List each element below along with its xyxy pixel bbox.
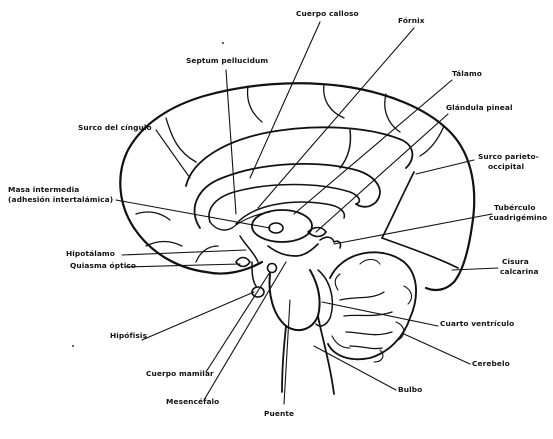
label-septum: Septum pellucidum	[186, 57, 268, 66]
leader-puente	[284, 300, 290, 404]
label-hipotalamo: Hipotálamo	[66, 250, 115, 259]
label-cisura-2: calcarina	[500, 268, 539, 277]
label-cuerpo-calloso: Cuerpo calloso	[296, 10, 359, 19]
parieto-occipital-sulcus	[382, 172, 414, 238]
scan-speck	[72, 345, 74, 347]
cingulate-sulcus-branch	[340, 130, 351, 168]
label-masa-intermedia-2: (adhesión intertalámica)	[8, 196, 113, 205]
label-hipofisis: Hipófisis	[110, 332, 147, 341]
label-quiasma: Quiasma óptico	[70, 262, 136, 271]
label-puente: Puente	[264, 410, 294, 419]
label-cerebelo: Cerebelo	[472, 360, 510, 369]
label-cuerpo-mamilar: Cuerpo mamilar	[146, 370, 214, 379]
leader-tuberculo	[334, 214, 492, 244]
scan-speck	[222, 42, 224, 44]
label-surco-parieto-1: Surco parieto-	[478, 153, 539, 162]
label-surco-parieto-2: occipital	[488, 163, 524, 172]
leader-surco-parieto	[416, 160, 474, 174]
leader-talamo	[294, 80, 452, 214]
cerebellum-folia	[360, 260, 411, 363]
cingulate-sulcus	[186, 127, 412, 186]
corpus-callosum-genu	[210, 222, 232, 230]
quadrigeminal-plate	[320, 237, 341, 248]
arbor-vitae	[340, 292, 392, 349]
mammillary-body	[268, 264, 277, 273]
leader-fornix	[258, 28, 414, 208]
cerebellum-lobules	[332, 274, 350, 348]
label-surco-cingulo: Surco del cíngulo	[78, 124, 152, 133]
label-masa-intermedia-1: Masa intermedia	[8, 186, 79, 195]
label-cuarto-ventriculo: Cuarto ventrículo	[440, 320, 514, 329]
leader-hipofisis	[142, 292, 254, 340]
gyrus-fold	[248, 86, 262, 122]
optic-chiasm	[236, 258, 250, 267]
label-cisura-1: Cisura	[502, 258, 529, 267]
calcarine-fissure	[382, 238, 458, 268]
leader-cerebelo	[404, 334, 470, 364]
leader-mesencefalo	[204, 262, 286, 400]
gyrus-fold	[136, 212, 170, 220]
pons-outline	[270, 270, 320, 330]
midbrain-outline	[268, 244, 318, 256]
septum-outline	[232, 212, 270, 228]
leader-glandula-pineal	[316, 114, 448, 232]
leader-cuarto-ventriculo	[322, 302, 438, 326]
leader-cuerpo-mamilar	[206, 272, 270, 372]
leader-masa-intermedia	[116, 200, 270, 228]
gyrus-fold	[196, 246, 218, 262]
label-mesencefalo: Mesencéfalo	[166, 398, 219, 407]
label-tuberculo-1: Tubérculo	[494, 204, 536, 213]
leader-cuerpo-calloso	[250, 22, 320, 178]
leader-hipotalamo	[122, 250, 246, 255]
leader-lines	[116, 22, 498, 404]
gyrus-fold	[146, 242, 182, 247]
leader-cisura-calcarina	[452, 268, 498, 270]
cerebral-outline	[120, 83, 474, 290]
label-talamo: Tálamo	[452, 70, 482, 79]
label-bulbo: Bulbo	[398, 386, 422, 395]
label-glandula-pineal: Glándula pineal	[446, 104, 513, 113]
label-tuberculo-2: cuadrigémino	[489, 214, 547, 223]
label-fornix: Fórnix	[398, 17, 425, 26]
massa-intermedia	[269, 223, 283, 233]
gyrus-fold	[420, 126, 444, 156]
gyrus-fold	[166, 118, 196, 162]
